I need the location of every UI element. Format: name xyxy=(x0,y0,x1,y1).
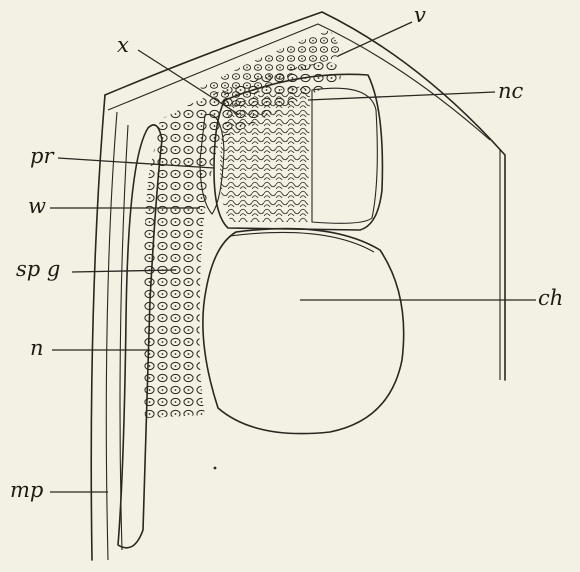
label-n: n xyxy=(30,336,44,360)
label-nc: nc xyxy=(498,79,524,103)
label-mp: mp xyxy=(10,478,43,502)
label-ch: ch xyxy=(538,286,563,310)
label-pr: pr xyxy=(30,144,55,168)
label-w: w xyxy=(28,194,46,218)
label-x: x xyxy=(117,33,129,57)
label-v: v xyxy=(414,3,426,27)
stray-dot xyxy=(214,467,217,470)
label-spg: sp g xyxy=(16,257,60,281)
notochord xyxy=(203,229,404,434)
